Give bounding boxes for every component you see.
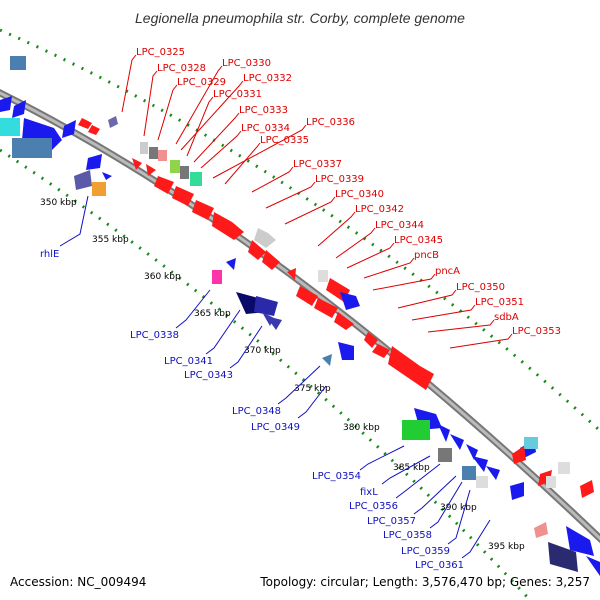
gene-label[interactable]: LPC_0351 xyxy=(475,297,524,308)
gene-label[interactable]: LPC_0348 xyxy=(232,406,281,417)
gene-label-group: fixL xyxy=(360,455,431,498)
gene-label[interactable]: pncB xyxy=(414,250,439,261)
scale-label: 395 kbp xyxy=(488,542,525,552)
gene-label-group: LPC_0351 xyxy=(411,297,524,321)
gene-label-group: LPC_0334 xyxy=(200,123,290,169)
gene-label[interactable]: LPC_0334 xyxy=(241,123,290,134)
gene-label-group: LPC_0332 xyxy=(180,73,292,151)
scale-label: 365 kbp xyxy=(194,309,231,319)
gene-label[interactable]: fixL xyxy=(360,487,378,498)
gene-label-group: LPC_0348 xyxy=(232,365,321,417)
gene-label-group: LPC_0333 xyxy=(193,105,288,163)
gene-label-group: LPC_0336 xyxy=(212,117,355,179)
gene-label-group: LPC_0325 xyxy=(121,47,185,113)
gene-label[interactable]: LPC_0332 xyxy=(243,73,292,84)
accession-text: Accession: NC_009494 xyxy=(10,575,146,589)
gene-label-group: LPC_0345 xyxy=(346,235,443,269)
gene-label[interactable]: LPC_0330 xyxy=(222,58,271,69)
gene-label[interactable]: LPC_0339 xyxy=(315,174,364,185)
gene-label[interactable]: LPC_0343 xyxy=(184,370,233,381)
gene-label[interactable]: LPC_0358 xyxy=(383,530,432,541)
forward-gene-labels: LPC_0325 LPC_0328 LPC_0329 LPC_0330 LPC_… xyxy=(121,47,561,349)
topology-text: Topology: circular; Length: 3,576,470 bp… xyxy=(259,575,590,589)
gene-label-group: LPC_0349 xyxy=(251,385,327,433)
gene-label-group: rhlE xyxy=(40,195,89,260)
gene-label[interactable]: rhlE xyxy=(40,249,59,260)
gene-label[interactable]: LPC_0341 xyxy=(164,356,213,367)
gene-label-group: LPC_0330 xyxy=(175,58,271,145)
scale-label: 375 kbp xyxy=(294,384,331,394)
gene-label-group: LPC_0361 xyxy=(415,519,491,571)
gene-label[interactable]: sdbA xyxy=(494,312,519,323)
gene-label-group: LPC_0337 xyxy=(251,159,342,193)
gene-label[interactable]: LPC_0338 xyxy=(130,330,179,341)
gene-label-group: LPC_0359 xyxy=(401,489,471,557)
gene-label[interactable]: LPC_0340 xyxy=(335,189,384,200)
gene-label[interactable]: LPC_0331 xyxy=(213,89,262,100)
gene-label-group: LPC_0350 xyxy=(397,282,505,309)
gene-label[interactable]: LPC_0356 xyxy=(349,501,398,512)
scale-label: 390 kbp xyxy=(440,503,477,513)
scale-label: 380 kbp xyxy=(343,423,380,433)
gene-label[interactable]: LPC_0337 xyxy=(293,159,342,170)
gene-label[interactable]: LPC_0336 xyxy=(306,117,355,128)
scale-labels: 350 kbp 355 kbp 360 kbp 365 kbp 370 kbp … xyxy=(40,198,525,552)
reverse-genes xyxy=(0,56,600,576)
scale-label: 385 kbp xyxy=(393,463,430,473)
outer-tick-ring xyxy=(0,28,600,433)
gene-label-group: LPC_0338 xyxy=(130,289,211,341)
gene-label[interactable]: LPC_0333 xyxy=(239,105,288,116)
gene-label[interactable]: LPC_0359 xyxy=(401,546,450,557)
gene-label[interactable]: LPC_0342 xyxy=(355,204,404,215)
gene-label[interactable]: LPC_0328 xyxy=(157,63,206,74)
gene-label-group: LPC_0339 xyxy=(265,174,364,209)
gene-label-group: LPC_0331 xyxy=(186,89,262,157)
scale-label: 360 kbp xyxy=(144,272,181,282)
scale-label: 355 kbp xyxy=(92,235,129,245)
gene-label-group: LPC_0357 xyxy=(367,475,457,527)
gene-label-group: LPC_0353 xyxy=(449,326,561,349)
gene-label[interactable]: LPC_0344 xyxy=(375,220,424,231)
gene-label-group: LPC_0335 xyxy=(224,135,309,185)
gene-label-group: pncA xyxy=(372,266,460,291)
gene-label[interactable]: LPC_0353 xyxy=(512,326,561,337)
gene-label-group: pncB xyxy=(363,250,439,279)
gene-label[interactable]: LPC_0349 xyxy=(251,422,300,433)
map-title: Legionella pneumophila str. Corby, compl… xyxy=(135,10,465,26)
inner-tick-ring xyxy=(0,148,532,600)
gene-label-group: LPC_0354 xyxy=(312,445,405,482)
gene-label-group: sdbA xyxy=(427,312,519,333)
gene-label-group: LPC_0344 xyxy=(335,220,424,259)
gene-label[interactable]: LPC_0354 xyxy=(312,471,361,482)
gene-label[interactable]: LPC_0350 xyxy=(456,282,505,293)
gene-label-group: LPC_0329 xyxy=(157,77,226,141)
gene-label[interactable]: pncA xyxy=(435,266,460,277)
forward-genes-inner xyxy=(132,158,556,538)
gene-label-group: LPC_0358 xyxy=(383,481,463,541)
gene-label[interactable]: LPC_0329 xyxy=(177,77,226,88)
gene-label[interactable]: LPC_0357 xyxy=(367,516,416,527)
gene-label[interactable]: LPC_0335 xyxy=(260,135,309,146)
gene-label-group: LPC_0356 xyxy=(349,463,441,512)
reverse-gene-labels: rhlE LPC_0338 LPC_0341 LPC_0343 LPC_0348… xyxy=(40,195,491,571)
scale-label: 350 kbp xyxy=(40,198,77,208)
gene-label-group: LPC_0342 xyxy=(317,204,404,247)
scale-label: 370 kbp xyxy=(244,346,281,356)
gene-label-group: LPC_0341 xyxy=(164,309,241,367)
gene-label-group: LPC_0340 xyxy=(284,189,384,225)
gene-label[interactable]: LPC_0345 xyxy=(394,235,443,246)
gene-label-group: LPC_0343 xyxy=(184,325,263,381)
gene-label-group: LPC_0328 xyxy=(143,63,206,137)
gene-label[interactable]: LPC_0361 xyxy=(415,560,464,571)
gene-label[interactable]: LPC_0325 xyxy=(136,47,185,58)
